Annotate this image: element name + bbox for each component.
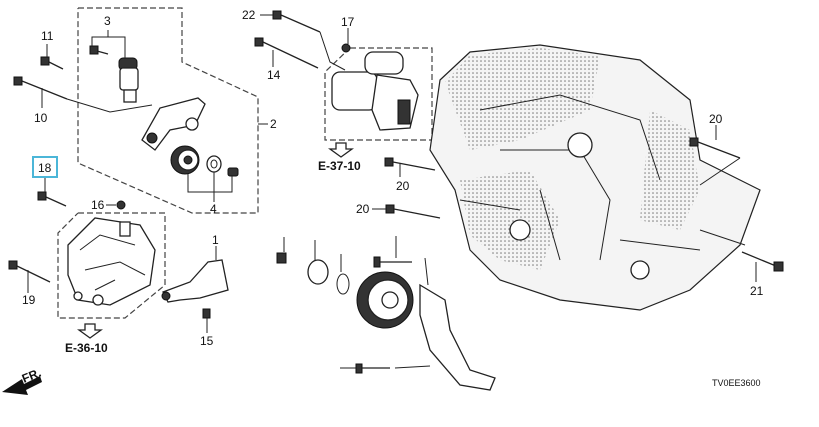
ref-starter-link[interactable]: E-37-10 xyxy=(318,159,361,173)
callout-16[interactable]: 16 xyxy=(91,198,105,212)
callout-4[interactable]: 4 xyxy=(210,202,217,216)
alternator-ref-arrow xyxy=(77,323,103,339)
engine-block-part xyxy=(429,44,761,311)
callout-21[interactable]: 21 xyxy=(750,284,764,298)
callout-19[interactable]: 19 xyxy=(22,293,36,307)
bolt-11-part xyxy=(40,44,64,70)
starter-motor-part xyxy=(331,51,419,131)
alternator-assembly-boundary xyxy=(57,212,166,319)
tensioner-arm-part xyxy=(141,97,239,202)
callout-10[interactable]: 10 xyxy=(34,111,48,125)
alternator-part xyxy=(67,217,156,306)
nut-16-part xyxy=(106,200,126,210)
bolt-20a-part xyxy=(384,157,436,177)
bolt-18-part xyxy=(37,178,67,207)
front-indicator-label: FR. xyxy=(20,366,43,386)
callout-2[interactable]: 2 xyxy=(270,117,277,131)
callout-20-upper[interactable]: 20 xyxy=(396,179,410,193)
callout-14[interactable]: 14 xyxy=(267,68,281,82)
bolt-15-part xyxy=(202,308,211,333)
starter-assembly-boundary xyxy=(324,47,433,141)
bolt-20b-part xyxy=(372,204,441,219)
callout-15[interactable]: 15 xyxy=(200,334,214,348)
starter-ref-arrow xyxy=(328,142,354,158)
callout-3[interactable]: 3 xyxy=(104,14,111,28)
bolt-14-part xyxy=(254,37,319,69)
callout-18[interactable]: 18 xyxy=(38,161,52,175)
pulley-group-part xyxy=(276,236,496,391)
bolt-10-part xyxy=(13,76,153,113)
bolt-21-part xyxy=(699,229,784,282)
callout-20-middle[interactable]: 20 xyxy=(356,202,370,216)
callout-1[interactable]: 1 xyxy=(212,233,219,247)
diagram-code: TV0EE3600 xyxy=(712,378,761,388)
ref-alternator-link[interactable]: E-36-10 xyxy=(65,341,108,355)
bolt-20c-part xyxy=(689,125,741,186)
callout-20-right[interactable]: 20 xyxy=(709,112,723,126)
front-direction-indicator: FR. xyxy=(2,366,43,395)
callout-17[interactable]: 17 xyxy=(341,15,355,29)
auto-tensioner-part xyxy=(89,30,139,103)
alternator-bracket-part xyxy=(161,246,229,303)
callout-22[interactable]: 22 xyxy=(242,8,256,22)
nut-17-part xyxy=(341,28,351,53)
selected-callout-highlight xyxy=(32,156,58,178)
bolt-22-part xyxy=(260,10,346,71)
callout-11[interactable]: 11 xyxy=(41,29,54,43)
bolt-19-part xyxy=(8,260,51,293)
tensioner-assembly-boundary xyxy=(77,7,259,214)
